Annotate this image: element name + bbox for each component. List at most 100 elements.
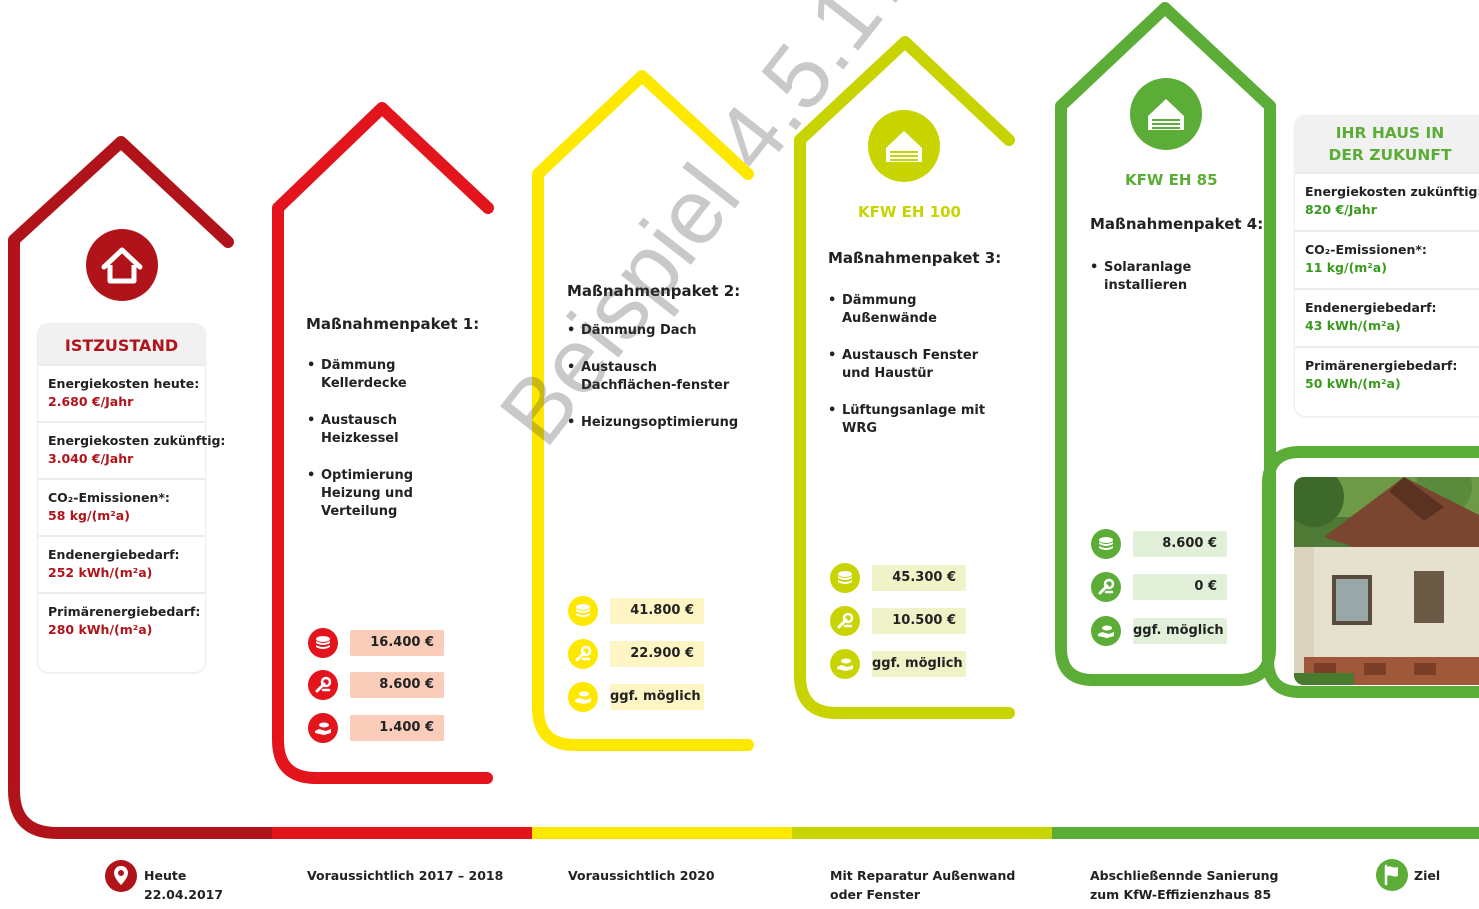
- wrench-icon: [308, 670, 338, 700]
- cost-value: ggf. möglich: [872, 651, 966, 677]
- info-value: 280 kWh/(m²a): [48, 622, 153, 637]
- info-value: 50 kWh/(m²a): [1305, 376, 1401, 391]
- info-label: Energiekosten zukünftig:: [48, 433, 226, 448]
- hand-money-icon: [830, 649, 860, 679]
- hand-money-icon: [308, 713, 338, 743]
- coins-icon: [308, 628, 338, 658]
- coins-icon: [1091, 529, 1121, 559]
- bullet-item: Solaranlage installieren: [1090, 259, 1265, 295]
- paket2-bullets: Dämmung DachAustausch Dachflächen-fenste…: [567, 322, 738, 451]
- cost-row: 16.400 €: [308, 628, 448, 658]
- istzustand-card: ISTZUSTAND Energiekosten heute:2.680 €/J…: [38, 324, 226, 672]
- cost-value: 0 €: [1133, 574, 1227, 600]
- bullet-item: Heizungsoptimierung: [567, 414, 738, 432]
- zukunft-header: IHR HAUS IN DER ZUKUNFT: [1295, 116, 1479, 172]
- bullet-item: Austausch Fenster und Haustür: [828, 347, 998, 383]
- bullet-item: Dämmung Kellerdecke: [307, 357, 477, 393]
- timeline-start-line2: 22.04.2017: [144, 887, 224, 902]
- house-icon: [86, 229, 158, 301]
- cost-value: 1.400 €: [350, 715, 444, 741]
- zukunft-title-line1: IHR HAUS IN: [1335, 124, 1445, 142]
- info-value: 2.680 €/Jahr: [48, 394, 134, 409]
- cost-row: ggf. möglich: [568, 682, 708, 712]
- cost-value: 8.600 €: [1133, 531, 1227, 557]
- timeline-goal: Ziel: [1414, 868, 1441, 883]
- cost-row: 41.800 €: [568, 596, 708, 626]
- paket4-kfw-label: KFW EH 85: [1125, 171, 1218, 189]
- timeline-step1: Voraussichtlich 2017 – 2018: [307, 868, 504, 883]
- info-label: Primärenergiebedarf:: [1305, 358, 1458, 373]
- info-value: 252 kWh/(m²a): [48, 565, 153, 580]
- info-label: Energiekosten zukünftig:: [1305, 184, 1479, 199]
- paket1-bullets: Dämmung KellerdeckeAustausch HeizkesselO…: [307, 357, 477, 540]
- info-value: 11 kg/(m²a): [1305, 260, 1387, 275]
- zukunft-title-line2: DER ZUKUNFT: [1328, 146, 1452, 164]
- info-item: Endenergiebedarf: 43 kWh/(m²a): [1295, 288, 1479, 346]
- info-value: 3.040 €/Jahr: [48, 451, 134, 466]
- paket4-bullets: Solaranlage installieren: [1090, 259, 1265, 314]
- hand-money-icon: [1091, 616, 1121, 646]
- cost-value: 41.800 €: [610, 598, 704, 624]
- house-icon: [868, 110, 940, 182]
- bullet-item: Dämmung Dach: [567, 322, 737, 340]
- bullet-item: Optimierung Heizung und Verteilung: [307, 467, 477, 521]
- info-item: CO₂-Emissionen*: 58 kg/(m²a): [38, 478, 205, 535]
- info-label: Primärenergiebedarf:: [48, 604, 201, 619]
- info-item: Primärenergiebedarf: 280 kWh/(m²a): [38, 592, 205, 649]
- info-item: CO₂-Emissionen*:11 kg/(m²a): [1295, 230, 1479, 288]
- cost-row: 45.300 €: [830, 563, 970, 593]
- future-house-frame: [1262, 446, 1479, 698]
- zukunft-card: IHR HAUS IN DER ZUKUNFT Energiekosten zu…: [1295, 116, 1479, 416]
- house-outline-istzustand: [8, 136, 278, 839]
- paket1-title: Maßnahmenpaket 1:: [306, 315, 480, 333]
- timeline-step2: Voraussichtlich 2020: [568, 868, 715, 883]
- house-outline-paket2: [532, 70, 754, 751]
- cost-row: 8.600 €: [308, 670, 448, 700]
- info-value: 820 €/Jahr: [1305, 202, 1377, 217]
- info-value: 58 kg/(m²a): [48, 508, 130, 523]
- cost-row: 8.600 €: [1091, 529, 1231, 559]
- bullet-item: Austausch Heizkessel: [307, 412, 477, 448]
- info-item: Endenergiebedarf:252 kWh/(m²a): [38, 535, 205, 592]
- cost-row: 1.400 €: [308, 713, 448, 743]
- cost-row: 0 €: [1091, 572, 1231, 602]
- wrench-icon: [830, 606, 860, 636]
- timeline-step3: Mit Reparatur Außenwand oder Fenster: [830, 866, 1015, 904]
- paket4-title: Maßnahmenpaket 4:: [1090, 215, 1264, 233]
- timeline-step4-line1: Abschließennde Sanierung: [1090, 868, 1279, 883]
- cost-value: 10.500 €: [872, 608, 966, 634]
- flag-icon: [1376, 859, 1408, 891]
- istzustand-title: ISTZUSTAND: [38, 324, 205, 364]
- info-label: CO₂-Emissionen*:: [48, 490, 170, 505]
- house-icon: [1130, 78, 1202, 150]
- location-pin-icon: [105, 860, 137, 892]
- cost-value: 8.600 €: [350, 672, 444, 698]
- bullet-item: Lüftungsanlage mit WRG: [828, 402, 998, 438]
- cost-row: 10.500 €: [830, 606, 970, 636]
- timeline-step3-line2: oder Fenster: [830, 887, 920, 902]
- cost-value: ggf. möglich: [1133, 618, 1227, 644]
- coins-icon: [568, 596, 598, 626]
- info-item: Energiekosten heute:2.680 €/Jahr: [38, 364, 205, 421]
- info-item: Energiekosten zukünftig: 820 €/Jahr: [1295, 172, 1479, 230]
- paket2-title: Maßnahmenpaket 2:: [567, 282, 741, 300]
- timeline-start-line1: Heute: [144, 868, 187, 883]
- timeline-step4: Abschließennde Sanierung zum KfW-Effizie…: [1090, 866, 1278, 904]
- info-label: Endenergiebedarf:: [1305, 300, 1437, 315]
- cost-value: ggf. möglich: [610, 684, 704, 710]
- info-value: 43 kWh/(m²a): [1305, 318, 1401, 333]
- cost-row: ggf. möglich: [1091, 616, 1231, 646]
- cost-value: 22.900 €: [610, 641, 704, 667]
- paket3-kfw-label: KFW EH 100: [858, 203, 961, 221]
- wrench-icon: [568, 639, 598, 669]
- hand-money-icon: [568, 682, 598, 712]
- timeline-start: Heute 22.04.2017: [144, 866, 223, 904]
- bullet-item: Austausch Dachflächen-fenster: [567, 359, 737, 395]
- future-house-photo: [1294, 477, 1479, 685]
- cost-row: ggf. möglich: [830, 649, 970, 679]
- coins-icon: [830, 563, 860, 593]
